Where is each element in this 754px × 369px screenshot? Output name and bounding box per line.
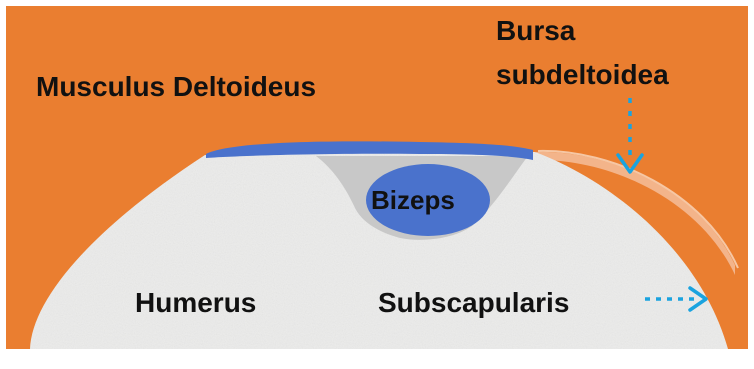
label-biceps: Bizeps	[371, 185, 455, 215]
bursa-band	[206, 141, 533, 160]
label-deltoid: Musculus Deltoideus	[36, 71, 316, 102]
subscapularis-tendon-edge	[537, 149, 739, 269]
humerus-bone	[30, 150, 728, 349]
arrow-right-icon	[645, 286, 708, 312]
label-humerus: Humerus	[135, 287, 256, 318]
label-subscapularis: Subscapularis	[378, 287, 569, 318]
label-bursa-line1: Bursa	[496, 15, 576, 46]
subscapularis-tendon	[536, 151, 735, 275]
biceps-tendon	[366, 164, 490, 236]
bottom-margin	[0, 349, 754, 369]
label-bursa-line2: subdeltoidea	[496, 59, 669, 90]
arrow-down-icon	[616, 98, 644, 174]
